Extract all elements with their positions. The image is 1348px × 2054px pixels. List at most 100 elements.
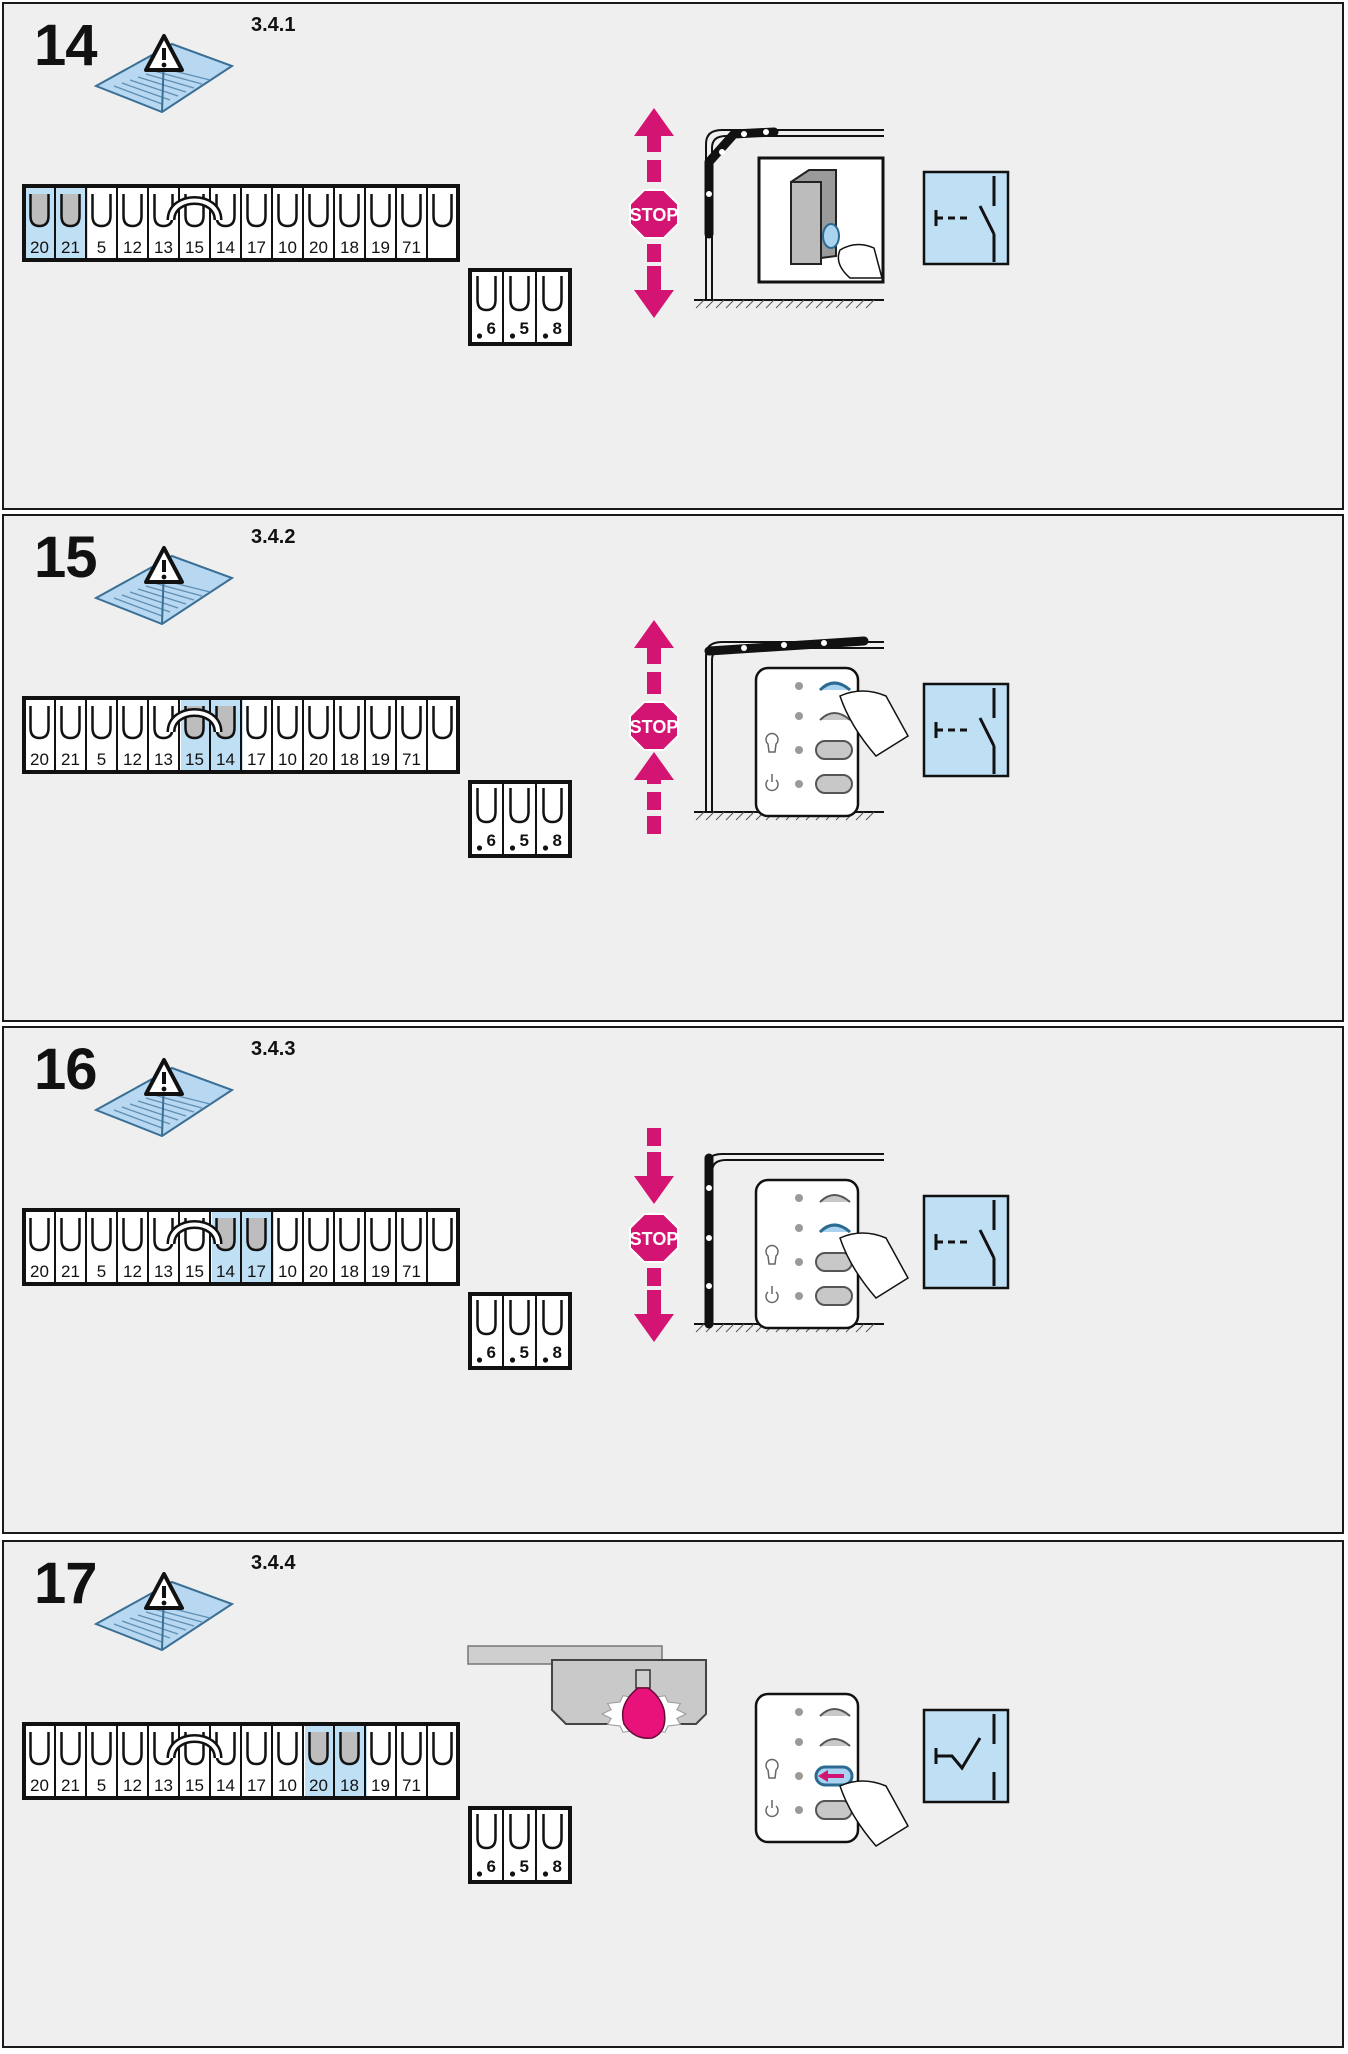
terminal-label: 20 [309,238,328,257]
switch-contact [978,1229,996,1259]
finger-icon [839,1232,909,1299]
indicator-led [795,1224,803,1232]
indicator-led [795,1806,803,1814]
wire-bridge-inner [169,710,220,733]
terminal-label: 19 [371,238,390,257]
frame-inner [711,135,884,300]
manual-page-line [153,1094,203,1109]
terminal-slot [432,194,453,228]
arrow-up-icon [634,108,674,136]
indicator-led [795,1772,803,1780]
terminal-slot [432,1732,453,1766]
terminal-label: 5 [520,1857,529,1876]
terminal-slot [542,1814,563,1850]
terminal-label: 71 [402,238,421,257]
arrow-up-icon [634,620,674,648]
terminal-dot [542,845,549,851]
terminal-slot [277,1218,298,1252]
terminal-slot [339,194,360,228]
ground-hatch [825,299,835,309]
terminal-label: 19 [371,750,390,769]
warning-dot [161,1086,167,1092]
terminal-slot [60,1732,81,1766]
ground-hatch [815,299,825,309]
terminal-slot [308,1218,329,1252]
ground-hatch [715,811,725,821]
terminal-dot [542,1357,549,1363]
terminal-label: 5 [97,750,106,769]
power-icon [765,1286,779,1304]
manual-page-line [153,70,203,85]
terminal-slot [60,706,81,740]
manual-page-line [145,1611,195,1627]
door-panel [704,127,779,239]
wall-push-button [757,156,885,284]
terminal-dot [509,845,516,851]
door-joint [741,131,747,137]
ground-hatch [715,1323,725,1333]
terminal-slot [509,1300,530,1336]
terminal-label: 8 [553,1343,562,1362]
terminal-slot [542,788,563,824]
terminal-slot [542,1300,563,1336]
terminal-slot [246,1732,267,1766]
finger-icon [839,690,909,757]
ground-hatch [855,299,865,309]
frame-outer [705,129,884,300]
toggle-key [815,1286,853,1306]
arrow-dash [647,244,661,262]
terminal-slot [246,194,267,228]
terminal-label: 20 [30,750,49,769]
terminal-label: 14 [216,750,235,769]
ground-hatch [705,299,715,309]
wall-button-front [790,181,822,265]
ground-hatch [735,811,745,821]
terminal-label: 10 [278,1262,297,1281]
terminal-slot [277,706,298,740]
pressed-button-icon [818,1223,851,1234]
light-bulb-icon [765,1244,779,1265]
terminal-label: 12 [123,1776,142,1795]
terminal-label: 20 [30,1776,49,1795]
terminal-slot [542,276,563,312]
terminal-slot [339,1732,360,1766]
ground-hatch [695,1323,705,1333]
ground-hatch [775,299,785,309]
ground-hatch [865,299,875,309]
ground-hatch [745,299,755,309]
terminal-slot [370,194,391,228]
terminal-dot [509,333,516,339]
manual-page-line [113,597,163,617]
motion-indicator: STOP [629,108,679,318]
indicator-led [795,1708,803,1716]
ground-hatch [855,1323,865,1333]
terminal-slot [401,1732,422,1766]
terminal-label: 8 [553,831,562,850]
push-button-icon [822,223,840,249]
terminal-label: 21 [61,1262,80,1281]
terminal-label: 10 [278,1776,297,1795]
terminal-label: 12 [123,238,142,257]
manual-page-line [113,85,163,105]
manual-page-line [129,1617,179,1635]
terminal-label: 18 [340,238,359,257]
terminal-label: 12 [123,1262,142,1281]
manual-icon [93,546,235,626]
manual-page-line [129,1103,179,1121]
terminal-label: 14 [216,238,235,257]
terminal-slot [401,706,422,740]
light-bulb-icon [621,1687,666,1739]
manual-icon [93,1572,235,1652]
terminal-slot [308,194,329,228]
warning-dot [161,62,167,68]
terminal-label: 13 [154,750,173,769]
arrow-shaft [647,647,661,664]
ground-hatch [705,811,715,821]
finger-icon [837,243,883,279]
bulb-socket [635,1669,651,1689]
